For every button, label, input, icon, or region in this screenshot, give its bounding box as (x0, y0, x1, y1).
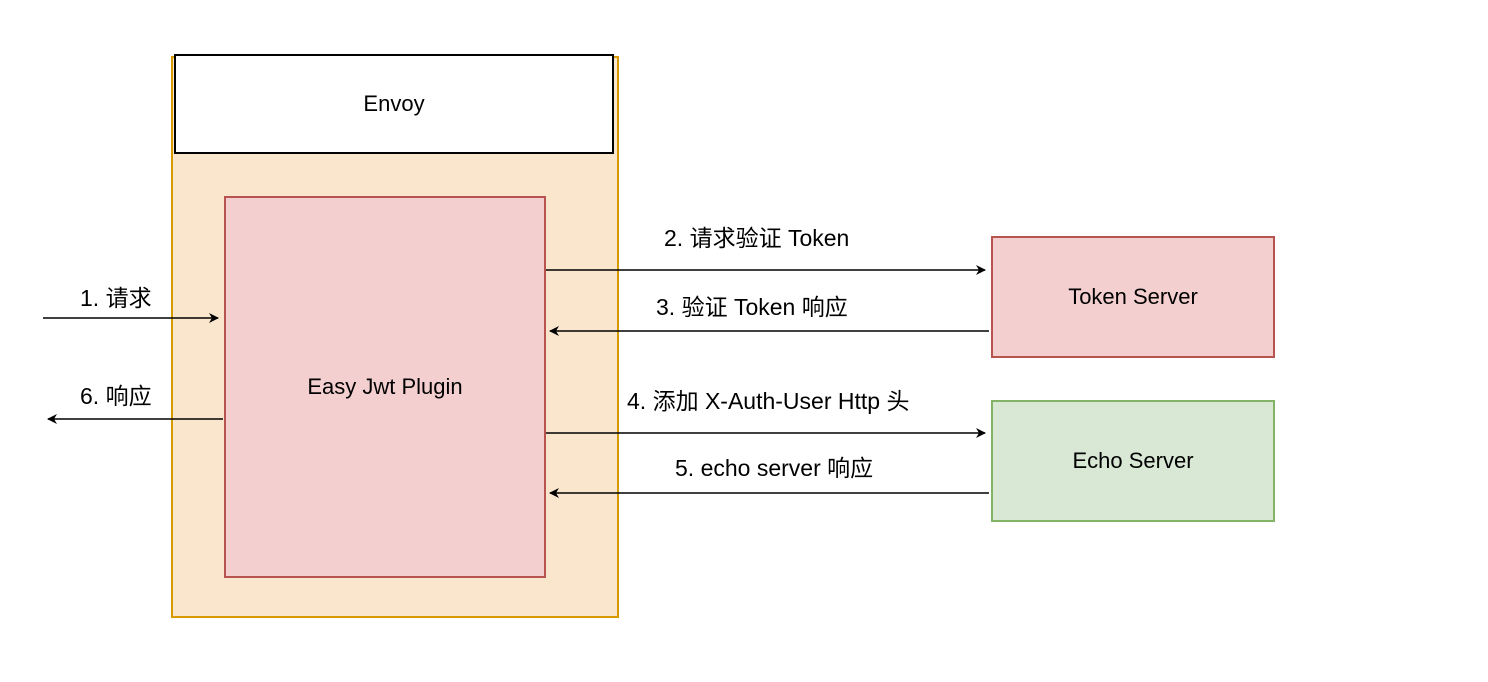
step6-label: 6. 响应 (80, 383, 152, 409)
easy-jwt-plugin-label: Easy Jwt Plugin (307, 374, 463, 399)
step3-label: 3. 验证 Token 响应 (656, 294, 848, 320)
step2-label: 2. 请求验证 Token (664, 225, 850, 251)
echo-server-label: Echo Server (1072, 448, 1194, 473)
step5-label: 5. echo server 响应 (675, 455, 874, 481)
envoy-node: Envoy (174, 54, 614, 154)
echo-server-node: Echo Server (991, 400, 1275, 522)
envoy-label: Envoy (363, 91, 425, 116)
easy-jwt-plugin-node: Easy Jwt Plugin (224, 196, 546, 578)
step1-label: 1. 请求 (80, 285, 152, 311)
token-server-node: Token Server (991, 236, 1275, 358)
step4-label: 4. 添加 X-Auth-User Http 头 (627, 388, 910, 414)
token-server-label: Token Server (1068, 284, 1198, 309)
